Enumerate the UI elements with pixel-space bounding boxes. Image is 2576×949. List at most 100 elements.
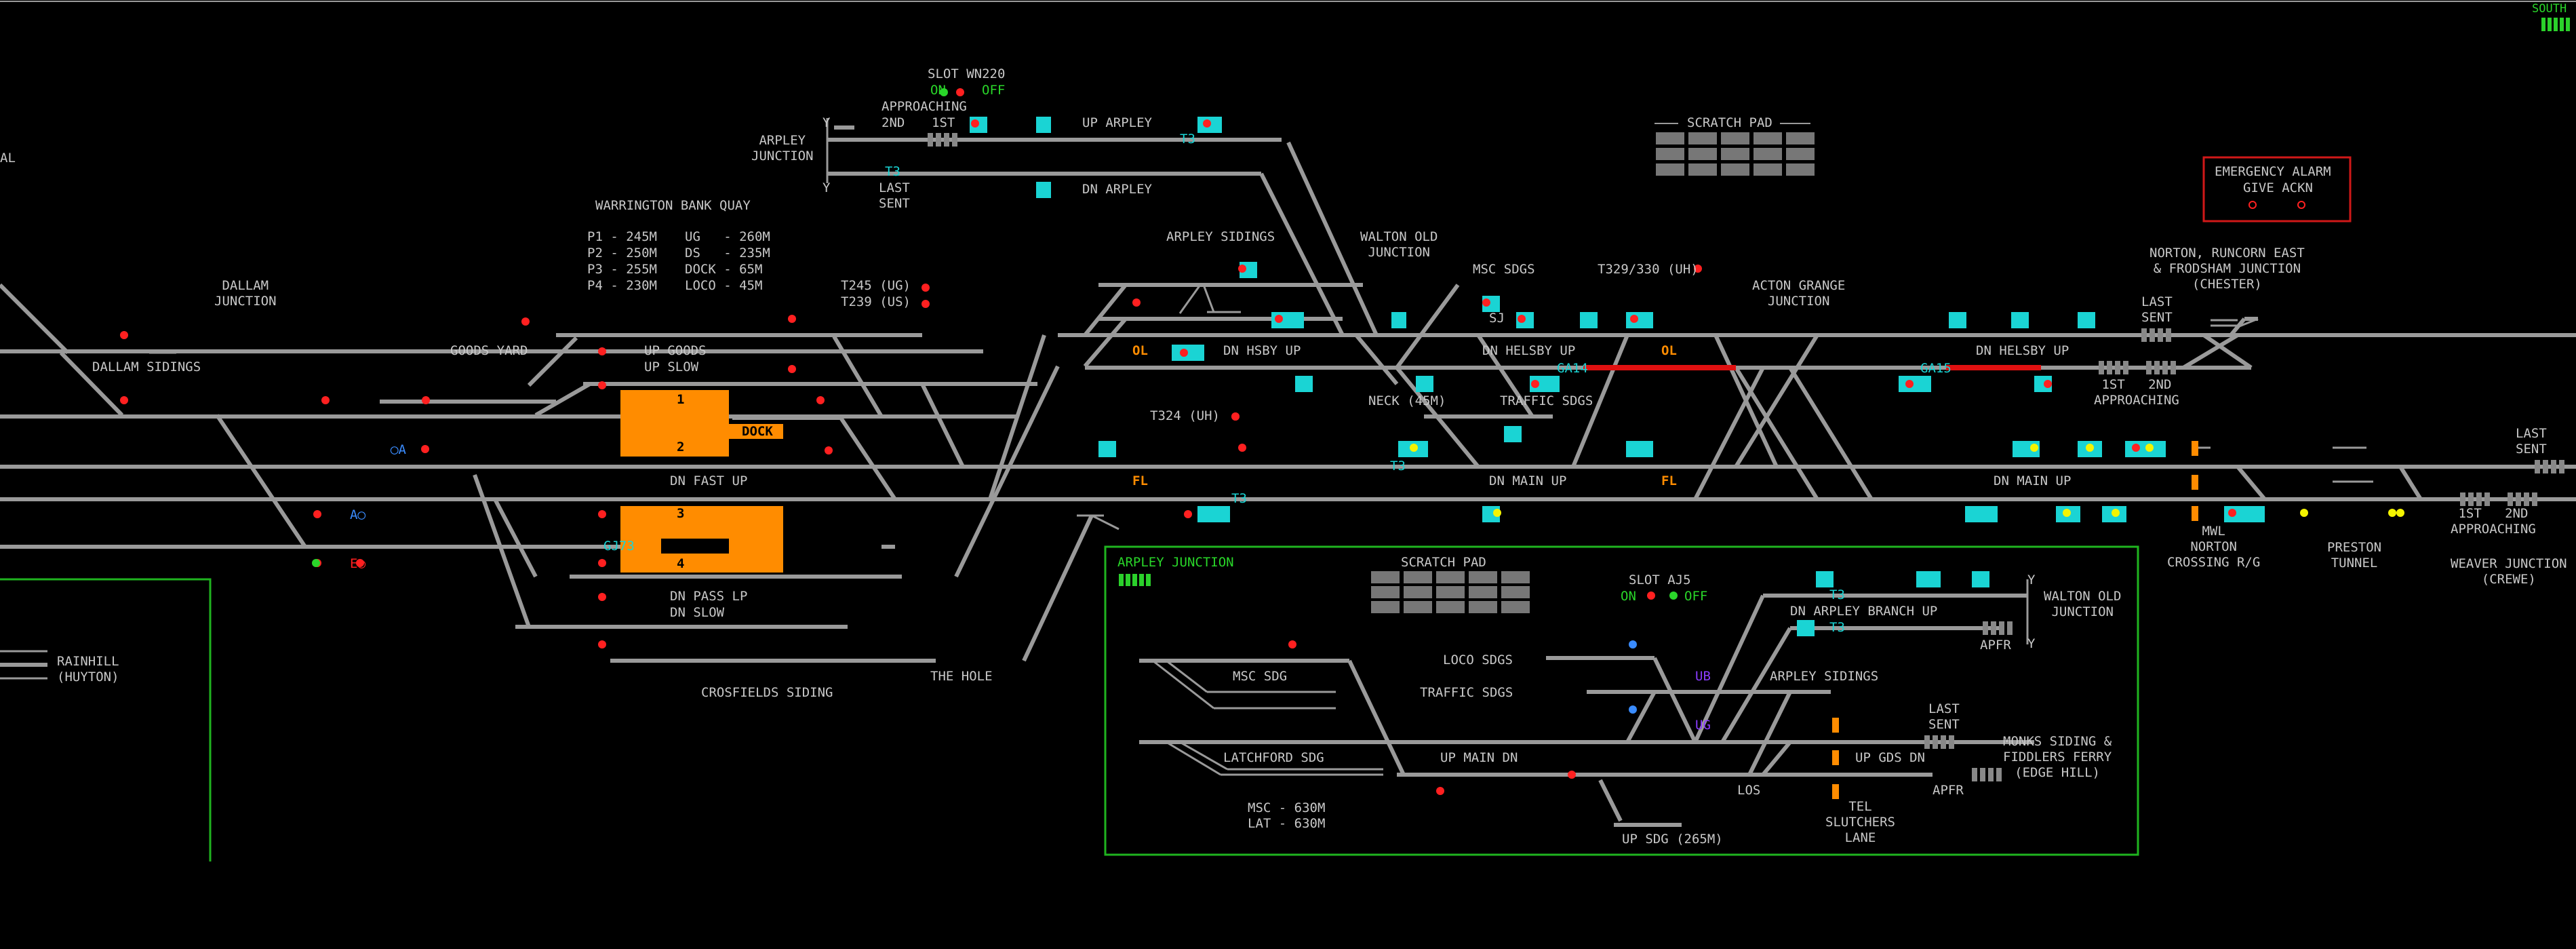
msc-sdg-label: MSC SDG (1233, 669, 1288, 684)
dn-arpley-branch-up-label: DN ARPLEY BRANCH UP (1790, 604, 1938, 619)
latchford-sdg-label: LATCHFORD SDG (1223, 750, 1324, 765)
ga15-label[interactable]: GA15 (1920, 361, 1951, 376)
t3-indicator: T3 (1180, 132, 1195, 147)
dn-hsby-up-label: DN HSBY UP (1223, 343, 1301, 358)
ga14-label[interactable]: GA14 (1557, 361, 1588, 376)
ug-indicator[interactable]: UG (1695, 718, 1711, 733)
platform-length-ds: DS - 235M (685, 246, 770, 260)
up-goods-label: UP GOODS (644, 343, 707, 358)
gj73-label[interactable]: GJ73 (603, 539, 635, 554)
orange-indicators (2192, 441, 2198, 521)
emergency-alarm-box[interactable] (2202, 156, 2352, 222)
tel-slutchers-lane-label: TEL SLUTCHERS LANE (1825, 799, 1895, 845)
arpley-junction-panel (1104, 545, 2139, 856)
t329-label: T329/330 (UH) (1598, 262, 1699, 277)
y-label-bottom: Y (2027, 636, 2036, 651)
ub-indicator[interactable]: UB (1695, 669, 1711, 684)
platform-length-ug: UG - 260M (685, 229, 770, 244)
t245-label: T245 (UG) (841, 278, 911, 293)
scratch-pad-inset[interactable] (1371, 571, 1530, 613)
approaching-right-label: 1ST 2ND APPROACHING (2094, 377, 2179, 408)
mwl-label: MWL NORTON CROSSING R/G (2167, 524, 2261, 570)
dn-main-up-label: DN MAIN UP (1489, 473, 1567, 488)
rainhill-label: RAINHILL (HUYTON) (57, 654, 119, 684)
signal-lamps[interactable] (120, 88, 2236, 648)
t3-indicator-main: T3 (1390, 459, 1406, 473)
emergency-alarm-line1[interactable]: EMERGENCY ALARM (2215, 164, 2331, 179)
thin-track-layer (0, 118, 2373, 680)
emergency-alarm-line2[interactable]: GIVE ACKN (2243, 180, 2313, 195)
second-label: 2ND (881, 115, 905, 130)
left-panel-frame (0, 578, 212, 861)
slot-wn220-off[interactable]: OFF (982, 83, 1006, 98)
slot-aj5-off[interactable]: OFF (1684, 589, 1708, 604)
platform-2-number: 2 (677, 440, 685, 454)
loco-sdgs-label: LOCO SDGS (1443, 653, 1513, 667)
south-label[interactable]: SOUTH (2532, 2, 2567, 16)
up-slow-label: UP SLOW (644, 360, 699, 374)
dn-helsby-up-label: DN HELSBY UP (1482, 343, 1576, 358)
norton-label: NORTON, RUNCORN EAST & FRODSHAM JUNCTION… (2149, 246, 2305, 292)
t324-label: T324 (UH) (1150, 408, 1220, 423)
approaching-label: APPROACHING (881, 99, 967, 114)
y-label-top: Y (2027, 573, 2036, 587)
up-arpley-label: UP ARPLEY (1082, 115, 1152, 130)
t3-indicator-dn-main: T3 (1231, 491, 1247, 506)
slot-aj5-on[interactable]: ON (1621, 589, 1636, 604)
the-hole-label: THE HOLE (930, 669, 993, 684)
dallam-junction-label: DALLAM JUNCTION (214, 278, 277, 309)
slot-wn220-on[interactable]: ON (930, 83, 946, 98)
apfr-label-top: APFR (1980, 638, 2011, 653)
platform-1-2 (620, 390, 729, 457)
dn-arpley-label: DN ARPLEY (1082, 182, 1152, 197)
los-label: LOS (1737, 783, 1761, 798)
up-main-dn-label: UP MAIN DN (1440, 750, 1518, 765)
inset-cyan-boxes[interactable] (1797, 571, 1989, 636)
inset-arpley-sidings-label: ARPLEY SIDINGS (1770, 669, 1879, 684)
inset-last-sent-label: LAST SENT (1928, 701, 1960, 732)
apfr-label-bottom: APFR (1933, 783, 1964, 798)
inset-traffic-sdgs-label: TRAFFIC SDGS (1420, 685, 1513, 700)
scratch-pad-main[interactable] (1656, 132, 1815, 176)
y-label-arpley-bottom: Y (823, 180, 831, 195)
inset-walton-old-junction-label: WALTON OLD JUNCTION (2044, 589, 2122, 619)
platform-3-number: 3 (677, 506, 685, 521)
oa-indicator[interactable]: ◯A (391, 442, 406, 457)
last-sent-label: LAST SENT (879, 180, 910, 211)
loco-label: LOCO (685, 539, 716, 554)
yellow-lamps[interactable] (1410, 444, 2404, 517)
ol-indicator-west: OL (1132, 343, 1148, 358)
platform-length-p1: P1 - 245M (587, 229, 657, 244)
section-markers (928, 133, 2564, 506)
fl-indicator-east: FL (1661, 473, 1677, 488)
platform-blocks (620, 390, 783, 573)
platform-4-number: 4 (677, 556, 685, 571)
ao-indicator[interactable]: A◯ (350, 507, 365, 522)
cyan-signal-boxes[interactable] (970, 117, 2265, 522)
last-sent-far-right-label: LAST SENT (2516, 426, 2547, 457)
warrington-bank-quay-label: WARRINGTON BANK QUAY (595, 198, 751, 213)
dn-slow-label: DN SLOW (670, 605, 725, 620)
platform-length-dock: DOCK - 65M (685, 262, 763, 277)
first-label: 1ST (932, 115, 955, 130)
y-label-arpley-top: Y (823, 115, 831, 130)
dn-main-up-label-east: DN MAIN UP (1994, 473, 2072, 488)
slot-aj5-title: SLOT AJ5 (1629, 573, 1691, 587)
ol-indicator-east: OL (1661, 343, 1677, 358)
preston-tunnel-label: PRESTON TUNNEL (2327, 540, 2382, 570)
south-indicator[interactable] (2541, 18, 2570, 31)
e-indicator[interactable]: E◯ (350, 556, 365, 571)
platform-length-p4: P4 - 230M (587, 278, 657, 293)
up-gds-dn-label: UP GDS DN (1855, 750, 1925, 765)
track-layer (0, 125, 2576, 667)
t3-indicator-arpley: T3 (885, 164, 900, 179)
edge-fragment-label: AL (0, 151, 16, 166)
dallam-sidings-label: DALLAM SIDINGS (92, 360, 201, 374)
inset-scratch-pad-label: SCRATCH PAD (1401, 555, 1486, 570)
inset-tracks (1139, 594, 2034, 827)
dock-platform (729, 424, 783, 439)
dn-helsby-up-label-east: DN HELSBY UP (1976, 343, 2069, 358)
sj-label: SJ (1489, 311, 1505, 326)
platform-1-number: 1 (677, 392, 685, 407)
